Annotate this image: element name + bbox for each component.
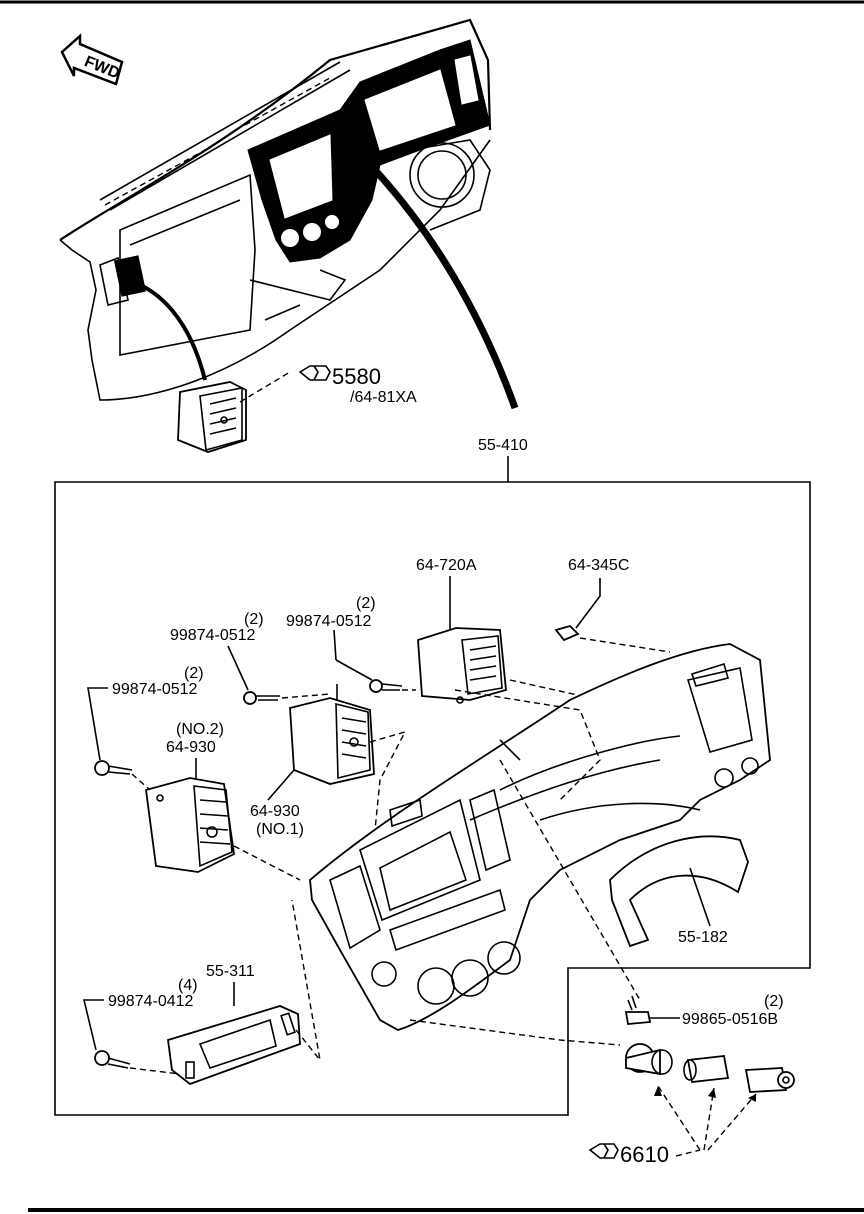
- defrost-vent-row: [104, 77, 331, 206]
- label-no2: (NO.2): [176, 721, 224, 738]
- label-64-930-top: 64-930: [166, 739, 216, 756]
- ref-6610: 6610: [620, 1142, 669, 1167]
- fwd-arrow-icon: FWD: [60, 33, 124, 86]
- qty-2d: (2): [764, 993, 784, 1010]
- label-99874-0512-b: 99874-0512: [286, 613, 372, 630]
- screw-99865: [624, 995, 652, 1025]
- screw-d: [94, 1050, 131, 1069]
- assembly-frame: [54, 481, 811, 1116]
- ref-hand-icon-5580: [298, 365, 331, 381]
- label-99874-0412: 99874-0412: [108, 993, 194, 1010]
- qty-2b: (2): [356, 595, 376, 612]
- socket-part-2: [683, 1055, 730, 1083]
- vent-64-930-no2: [145, 777, 235, 873]
- label-64-930-bottom: 64-930: [250, 803, 300, 820]
- ref-hand-icon-6610: [588, 1143, 619, 1159]
- label-no1: (NO.1): [256, 821, 304, 838]
- screw-a: [243, 691, 280, 705]
- leader-curve-main: [372, 167, 519, 410]
- leader-curve-side: [127, 278, 207, 381]
- label-64-720a: 64-720A: [416, 557, 477, 574]
- side-vent-location: [113, 255, 147, 297]
- dashboard-overview: [59, 18, 519, 410]
- label-55-182: 55-182: [678, 929, 728, 946]
- screw-c: [94, 760, 133, 776]
- socket-part-3: [744, 1067, 795, 1093]
- label-99874-0512-c: 99874-0512: [112, 681, 198, 698]
- qty-2a: (2): [244, 611, 264, 628]
- dash-5580: [239, 371, 291, 403]
- qty-2c: (2): [184, 665, 204, 682]
- trim-55-182: [609, 835, 749, 948]
- socket-part-1: [625, 1043, 673, 1076]
- clip-64-345c: [554, 624, 580, 642]
- label-99865-0516b: 99865-0516B: [682, 1011, 778, 1028]
- panel-55-311: [167, 1005, 301, 1086]
- dashboard-panel-55-410: [309, 643, 771, 1031]
- center-vent-64-720a: [417, 627, 507, 704]
- label-64-81xa: /64-81XA: [350, 389, 417, 406]
- screw-b: [369, 679, 403, 693]
- label-64-345c: 64-345C: [568, 557, 629, 574]
- label-55-311: 55-311: [206, 963, 255, 980]
- side-vent-part: [177, 381, 247, 453]
- qty-4: (4): [178, 977, 198, 994]
- label-55-410: 55-410: [478, 437, 528, 454]
- ref-5580: 5580: [332, 364, 381, 389]
- label-99874-0512-a: 99874-0512: [170, 627, 256, 644]
- vent-64-930-no1: [289, 697, 375, 785]
